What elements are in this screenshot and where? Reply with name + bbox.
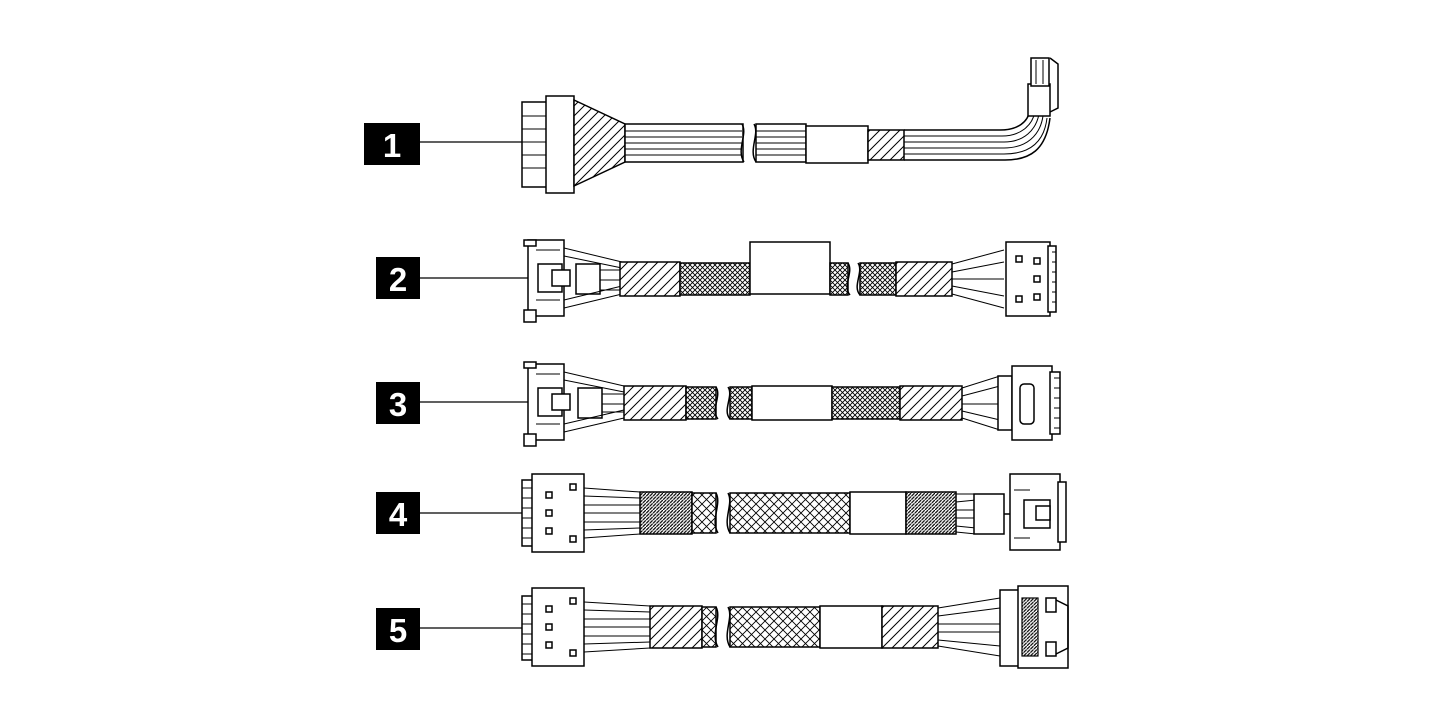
cable-5: 5 <box>376 585 1069 669</box>
power-connector-right <box>1027 57 1059 117</box>
cable-4: 4 <box>376 473 1067 553</box>
svg-text:4: 4 <box>389 496 408 533</box>
power-connector-left <box>521 95 575 194</box>
mini-sas-connector-left <box>521 473 585 553</box>
mini-sas-connector-left <box>521 587 585 667</box>
svg-text:1: 1 <box>383 127 401 164</box>
slimline-connector-right <box>1009 473 1067 551</box>
cable-2: 2 <box>376 239 1057 323</box>
cable-1: 1 <box>364 57 1059 194</box>
svg-text:5: 5 <box>389 612 407 649</box>
callout-4: 4 <box>376 492 420 534</box>
mini-sas-connector-right <box>1005 241 1057 317</box>
slimline-connector-left <box>523 361 603 447</box>
mini-sas-hd-connector-right <box>997 365 1061 441</box>
slimline-connector-left <box>523 239 601 323</box>
callout-5: 5 <box>376 608 420 650</box>
callout-3: 3 <box>376 382 420 424</box>
callout-1: 1 <box>364 123 420 165</box>
svg-text:2: 2 <box>389 261 407 298</box>
cable-3: 3 <box>376 361 1061 447</box>
callout-2: 2 <box>376 257 420 299</box>
svg-text:3: 3 <box>389 386 407 423</box>
sata-connector-right <box>999 585 1069 669</box>
